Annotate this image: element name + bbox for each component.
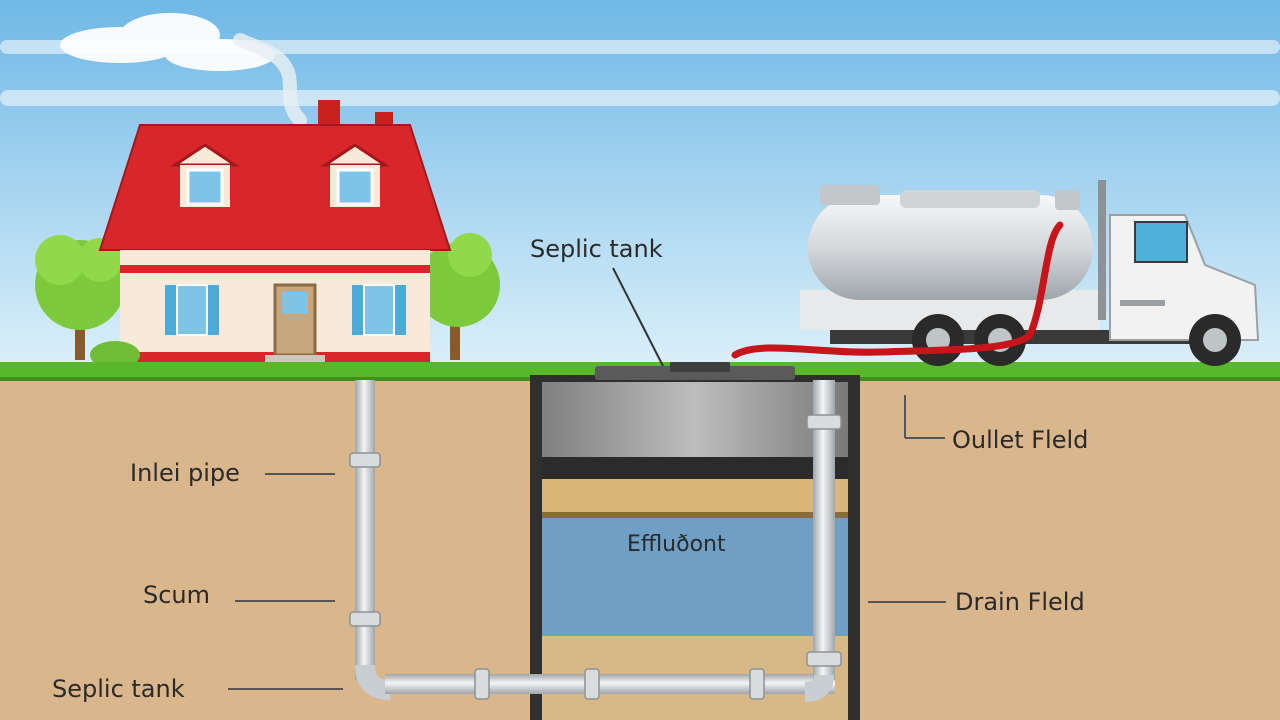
tree-right [416, 233, 500, 360]
septic-tank [530, 362, 860, 720]
outlet-pipe [804, 380, 842, 702]
truck-wheels [912, 314, 1241, 366]
leader-septic-tank-bottom [228, 688, 343, 690]
chimney-smoke [233, 33, 307, 127]
window-right [352, 284, 406, 336]
leader-drain-field [868, 601, 946, 603]
dormer-left [170, 143, 240, 207]
label-effluent: Effluðont [627, 532, 726, 557]
roof [100, 125, 450, 250]
label-drain-field: Drain Fleld [955, 588, 1085, 616]
label-septic-tank-top: Seplic tank [530, 235, 663, 263]
label-scum: Scum [143, 581, 211, 609]
dormer-right [320, 143, 390, 207]
leader-scum [235, 600, 335, 602]
tanker [808, 195, 1093, 300]
inlet-pipe [349, 380, 835, 700]
front-door [273, 283, 317, 357]
label-outlet-field: Oullet Fleld [952, 426, 1089, 454]
leader-inlet-pipe [265, 473, 335, 475]
house [98, 100, 452, 365]
truck-cab [1109, 214, 1260, 341]
label-inlet-pipe: Inlei pipe [130, 459, 240, 487]
window-left [165, 284, 219, 336]
tree-left [35, 235, 125, 360]
label-septic-tank-bottom: Seplic tank [52, 675, 185, 703]
suction-hose [731, 221, 1064, 359]
effluent-water [542, 518, 848, 636]
tank-lid [542, 382, 848, 457]
scum-layer [542, 479, 848, 514]
septic-truck [800, 180, 1260, 366]
